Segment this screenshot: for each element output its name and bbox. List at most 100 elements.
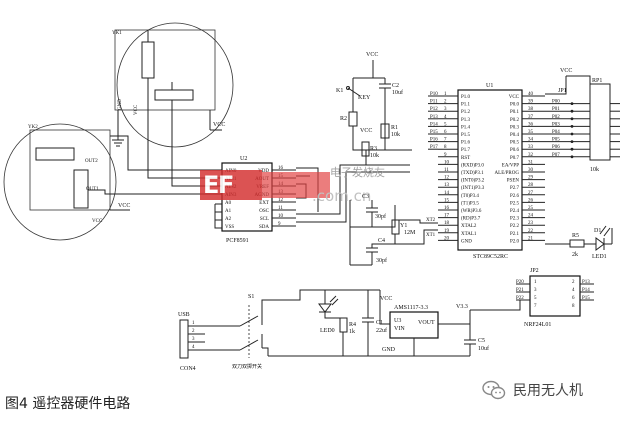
u1-pin-number: 8 [444,145,447,150]
u1-pin-label: P0.1 [510,110,520,115]
u1-pin-number: 27 [528,191,534,196]
u1-pin-label: GND [461,239,472,244]
jp2-pin-number: 4 [572,288,575,293]
r4-value: 1k [349,329,355,335]
u1-pin-number: 18 [444,221,450,226]
u1-pin-label: (TXD)P3.1 [461,171,484,176]
u1-pin-number: 9 [444,153,447,158]
regulator-u3: AMS1117-3.3 U3 VIN VOUT [379,290,470,356]
u1-pin-label: PSEN [507,179,520,184]
u1-pin-label: (RD)P3.7 [461,217,481,222]
u2-pin-label: VSS [225,225,234,230]
led1-label: LED1 [592,254,607,260]
u1-pin-number: 37 [528,115,534,120]
u1-pin-number: 35 [528,130,534,135]
jp2-right-pin: P15 [582,296,590,301]
r1-label: R1 [391,125,398,131]
r3-label: R3 [370,146,377,152]
u1-left-pins: P1.01P1.12P1.23P1.34P1.45P1.56P1.67P1.78… [438,92,485,244]
u2-pin-label: SCL [260,217,269,222]
r1-value: 10k [391,132,400,138]
rp1-label: RP1 [592,78,602,84]
u1-pin-number: 39 [528,100,534,105]
p1-bus-label: P17 [430,145,438,150]
reset-vcc-label: VCC [366,52,378,58]
wechat-icon [482,380,506,400]
c3-value: 30pf [375,213,386,220]
u1-vcc-label: VCC [560,68,572,74]
jp2-right-pin: P13 [582,280,590,285]
u1-pin-label: RST [461,156,470,161]
u1-pin-number: 40 [528,92,534,97]
u1-pin-label: (WR)P3.6 [461,209,482,214]
overlay-watermark-text: 电子发烧友 [330,165,385,179]
jp2-part-label: NRF24L01 [524,322,551,328]
yk2-out2-label: OUT2 [85,159,98,164]
u1-pin-number: 23 [528,221,534,226]
u3-vout-label: VOUT [418,320,435,326]
u1-right-pins: VCC40P0.039P0.138P0.237P0.336P0.435P0.53… [495,92,545,244]
u1-pin-number: 28 [528,183,534,188]
u1-pin-number: 14 [444,191,450,196]
u2-pin-label: A1 [225,209,232,214]
p1-bus-label: P15 [430,130,438,135]
u3-label: U3 [394,318,401,324]
p0-bus-label: P06 [552,145,560,150]
u1-pin-label: P1.5 [461,133,471,138]
p0-bus-label: P00 [552,100,560,105]
jp2-pin-number: 5 [534,296,537,301]
chip-u1: U1 STC89C52RC P1.01P1.12P1.23P1.34P1.45P… [438,83,545,260]
u2-pin-number: 10 [278,214,284,219]
c5-label: C5 [478,338,485,344]
r3-value: 10k [370,153,379,159]
reset-circuit: VCC K1 KEY C2 10uf R2 R1 10k VCC R3 10k [336,52,412,165]
u1-pin-number: 26 [528,198,534,203]
overlay-watermark-url: .com.cn [312,187,371,205]
led0-circuit: LED0 R4 1k [318,290,356,356]
u1-pin-number: 6 [444,130,447,135]
u1-pin-label: EA/VPP [502,163,519,168]
p1-bus-label: P12 [430,107,438,112]
figure-caption: 图4 遥控器硬件电路 [5,396,131,412]
u1-pin-label: P2.0 [510,239,520,244]
u1-pin-number: 7 [444,138,447,143]
u1-pin-label: P1.0 [461,95,471,100]
d1-label: D1 [594,228,601,234]
u1-part-label: STC89C52RC [473,254,508,260]
svg-text:4: 4 [192,345,195,350]
u1-pin-label: P2.1 [510,232,520,237]
u1-pin-number: 3 [444,107,447,112]
jp2-pin-number: 7 [534,304,537,309]
jp2-label: JP2 [530,268,539,274]
r5-label: R5 [572,233,579,239]
u1-pin-number: 31 [528,160,534,165]
u1-pin-label: VCC [509,95,520,100]
u1-pin-number: 36 [528,122,534,127]
svg-text:F: F [218,171,234,199]
yk1-label: YK1 [112,31,122,36]
u1-pin-number: 22 [528,229,534,234]
crystal-circuit: C3 30pf Y1 12M C4 30pf XT2 XT1 [349,194,438,266]
u1-pin-label: XTAL2 [461,224,477,229]
u1-pin-number: 1 [444,92,447,97]
u2-pin-label: A2 [225,217,232,222]
p1-bus-label: P13 [430,115,438,120]
jp2-left-pin: P20 [516,280,524,285]
u1-pin-number: 24 [528,214,534,219]
u1-pin-label: P2.5 [510,201,520,206]
r4-label: R4 [349,322,356,328]
u1-pin-label: P1.4 [461,125,471,130]
usb-label: USB [178,312,190,318]
con4-label: CON4 [180,366,196,372]
capacitor-c5: V3.3 C5 10uf [456,299,530,356]
p1-bus-label: P14 [430,122,438,127]
u1-pin-label: P2.7 [510,186,520,191]
r1-vcc-label: VCC [360,128,372,134]
u1-pin-label: P1.6 [461,141,471,146]
wechat-watermark: 民用无人机 [481,377,583,403]
u1-pin-label: P2.2 [510,224,520,229]
svg-text:3: 3 [192,337,195,342]
u3-part-label: AMS1117-3.3 [394,305,428,311]
u1-pin-label: P0.7 [510,156,520,161]
p0-bus-label: P07 [552,153,560,158]
